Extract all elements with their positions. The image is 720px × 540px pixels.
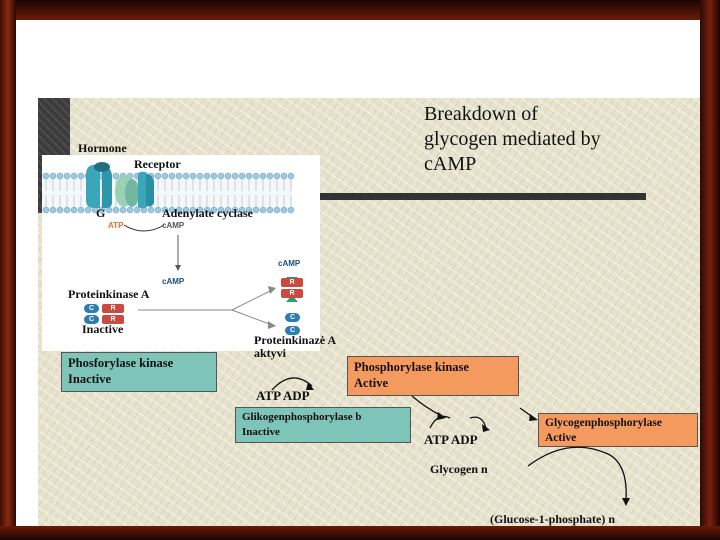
receptor-protein (86, 162, 112, 208)
regulatory-subunit: R (102, 315, 124, 324)
atp-adp-label-2: ATP ADP (424, 432, 478, 447)
catalytic-subunit: C (84, 315, 99, 324)
camp-label: cAMP (162, 221, 185, 230)
atp-camp-arrow (123, 224, 165, 232)
regulatory-subunit: R (281, 278, 303, 287)
phosphorylase-kinase-active-box: Phosphorylase kinase Active (347, 356, 519, 396)
regulatory-subunit: R (102, 304, 124, 313)
g-protein (115, 175, 139, 207)
glycogen-phosphorylase-inactive-box: Glikogenphosphorylase b Inactive (235, 407, 411, 443)
glycogen-phosphorylase-active-box: Glycogenphosphorylase Active (538, 413, 698, 447)
arrowhead (175, 265, 181, 271)
phosphorylase-kinase-inactive-box: Phosforylase kinase Inactive (61, 352, 217, 392)
pka-inactive-label: Inactive (82, 322, 124, 336)
membrane-illustration (42, 162, 295, 271)
g-protein-label: G (96, 206, 106, 220)
activation-arrows (138, 277, 298, 329)
slide-header-area (16, 20, 700, 100)
glucose-1-phosphate-label: (Glucose-1-phosphate) n (490, 512, 616, 526)
lipid-bilayer (42, 172, 295, 214)
catalytic-subunit: C (285, 326, 300, 335)
frame-top (0, 0, 720, 20)
title-rule (40, 193, 646, 200)
adenylate-cyclase-protein (138, 171, 154, 209)
camp-label-3: cAMP (278, 259, 301, 268)
camp-label-2: cAMP (162, 277, 185, 286)
adenylate-cyclase-label: Adenylate cyclase (162, 206, 253, 220)
slide-title: Breakdown of glycogen mediated by cAMP (424, 103, 601, 175)
signaling-figure: Hormone Receptor G Adenylate cyclase ATP… (42, 141, 320, 351)
hormone-label: Hormone (78, 141, 127, 155)
slide-left-margin (16, 98, 38, 526)
glycogen-label: Glycogen n (430, 462, 488, 476)
pka-label: Proteinkinase A (68, 287, 150, 301)
frame-bottom (0, 526, 720, 540)
atp-adp-label-1: ATP ADP (256, 388, 310, 403)
regulatory-subunit: R (281, 289, 303, 298)
catalytic-subunit: C (84, 304, 99, 313)
receptor-label: Receptor (134, 157, 181, 171)
frame-left (0, 0, 16, 540)
pka-active-label: Proteinkinazė A aktyvi (254, 333, 337, 360)
frame-right (700, 0, 720, 540)
catalytic-subunit: C (285, 313, 300, 322)
atp-label: ATP (108, 221, 124, 230)
